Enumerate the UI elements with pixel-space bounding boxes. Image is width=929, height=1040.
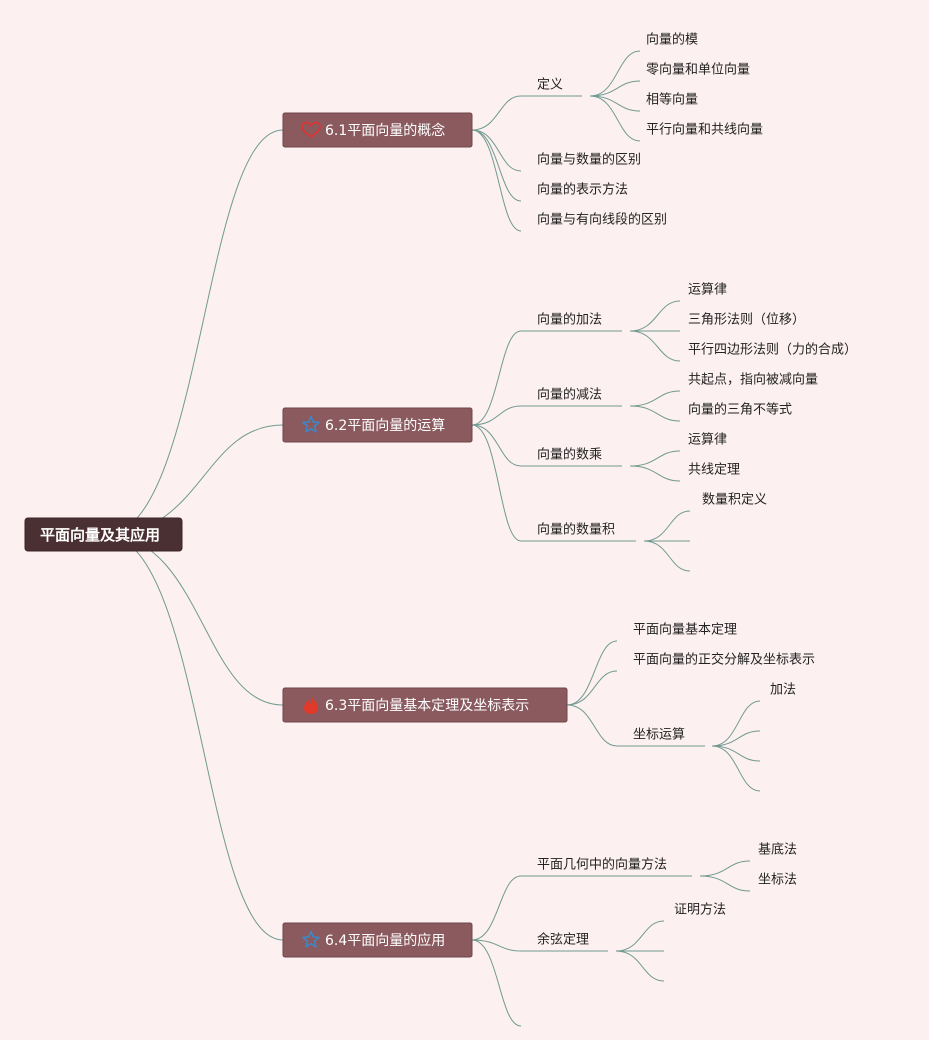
topic-to-subtopic-connector [643,540,691,572]
branch-to-topic-connector [471,129,522,172]
heart-icon [301,121,321,138]
topic-to-subtopic-connector [615,950,665,982]
topic-label: 向量的加法 [537,312,602,328]
branch-node-label: 6.4平面向量的应用 [325,932,445,949]
topic-to-subtopic-connector [711,730,761,747]
topic-to-subtopic-connector [699,875,751,892]
topic-to-subtopic-connector [629,300,681,332]
root-to-branch-connector [104,129,284,536]
root-node[interactable] [24,517,183,552]
star-icon [302,930,320,948]
branch-node-label: 6.2平面向量的运算 [325,418,445,434]
subtopic-label: 数量积定义 [702,493,767,508]
topic-label: 向量的减法 [537,387,602,403]
root-to-branch-connector [104,534,284,941]
topic-label: 向量的表示方法 [537,182,628,198]
subtopic-label: 相等向量 [646,92,698,108]
branch-to-topic-connector [471,129,522,202]
star-icon [302,415,320,433]
subtopic-label: 运算律 [688,433,727,448]
topic-label: 平面向量基本定理 [633,622,737,638]
branch-to-topic-connector [471,875,522,941]
connector-lines [104,50,761,1027]
topic-to-subtopic-connector [629,390,681,407]
branch-to-topic-connector [566,670,618,706]
topic-to-subtopic-connector [629,330,681,362]
topic-to-subtopic-connector [589,95,641,112]
topic-label: 平面向量的正交分解及坐标表示 [633,652,815,668]
topic-to-subtopic-connector [711,745,761,792]
topic-label: 向量与有向线段的区别 [537,212,667,228]
branch-to-topic-connector [471,424,522,467]
topic-to-subtopic-connector [711,700,761,747]
topic-to-subtopic-connector [643,510,691,542]
topic-to-subtopic-connector [589,80,641,97]
topic-to-subtopic-connector [589,95,641,142]
topic-label: 余弦定理 [537,932,589,948]
branch-to-topic-connector [471,330,522,426]
root-node-label: 平面向量及其应用 [40,526,160,544]
branch-to-topic-connector [471,939,522,952]
branch-to-topic-connector [566,704,618,747]
branch-node[interactable] [282,407,473,443]
topic-label: 定义 [537,78,563,93]
flame-icon [304,696,318,714]
topic-label: 平面几何中的向量方法 [537,857,667,873]
subtopic-label: 零向量和单位向量 [646,62,750,78]
topic-label: 向量的数量积 [537,522,615,538]
branch-to-topic-connector [471,424,522,542]
branch-node[interactable] [282,922,473,958]
topic-label: 向量与数量的区别 [537,152,641,168]
subtopic-label: 平行向量和共线向量 [646,122,763,138]
branch-to-topic-connector [471,129,522,232]
subtopic-label: 三角形法则（位移） [688,313,805,328]
topic-to-subtopic-connector [629,405,681,422]
branch-node[interactable] [282,112,473,148]
topic-to-subtopic-connector [629,465,681,482]
subtopic-label: 坐标法 [758,873,797,888]
root-to-branch-connector [104,534,284,706]
topic-label: 向量的数乘 [537,447,602,463]
subtopic-label: 共线定理 [688,463,740,478]
topic-to-subtopic-connector [589,50,641,97]
subtopic-label: 平行四边形法则（力的合成） [688,342,857,358]
topic-label: 坐标运算 [633,728,685,743]
topic-to-subtopic-connector [629,450,681,467]
topic-to-subtopic-connector [615,920,665,952]
branch-to-topic-connector [471,405,522,426]
subtopic-label: 向量的模 [646,32,698,48]
subtopic-label: 基底法 [758,842,797,858]
subtopic-label: 共起点，指向被减向量 [688,372,818,388]
subtopic-label: 向量的三角不等式 [688,402,792,418]
branch-to-topic-connector [566,640,618,706]
branch-to-topic-connector [471,95,522,131]
subtopic-label: 运算律 [688,283,727,298]
subtopic-label: 加法 [770,683,796,698]
subtopic-label: 证明方法 [674,902,726,918]
topic-to-subtopic-connector [699,860,751,877]
branch-node[interactable] [282,687,568,723]
mind-map-nodes: 平面向量及其应用 6.1平面向量的概念 定义 向量的模零向量和单位向量相等向量平行向量… [24,32,857,958]
branch-node-label: 6.3平面向量基本定理及坐标表示 [325,697,529,714]
branch-node-label: 6.1平面向量的概念 [325,122,445,139]
topic-to-subtopic-connector [711,745,761,762]
branch-to-topic-connector [471,939,522,1027]
